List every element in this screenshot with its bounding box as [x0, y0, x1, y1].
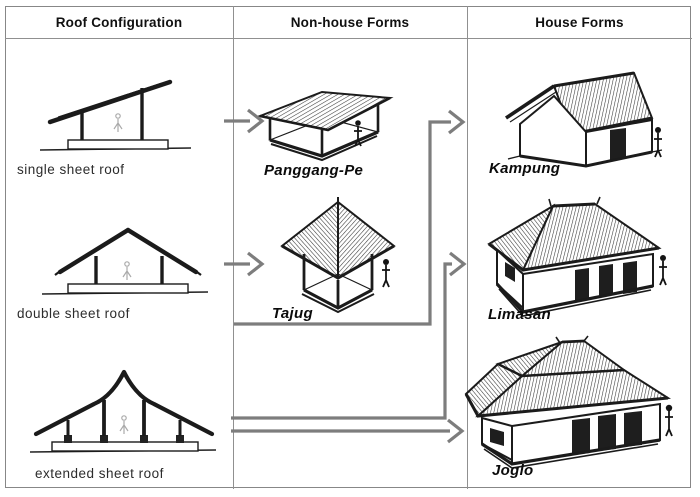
window [505, 262, 515, 282]
gable-overhang-edge [505, 84, 555, 120]
panggang-pe-pavilion-sketch [256, 90, 394, 162]
human-figure [654, 127, 662, 158]
human-figure [382, 259, 390, 288]
header-divider [5, 38, 692, 39]
header-house-forms-label: House Forms [535, 14, 624, 30]
upper-ridge [561, 339, 585, 344]
form-label-kampung: Kampung [489, 160, 561, 177]
pyramid-roof-left-face [280, 199, 339, 280]
form-label-panggang-pe: Panggang-Pe [264, 162, 364, 179]
roof-label-single-sheet: single sheet roof [17, 162, 125, 177]
base-line [519, 150, 653, 168]
header-house-forms: House Forms [467, 6, 692, 38]
door-3 [624, 411, 642, 447]
header-non-house-forms: Non-house Forms [233, 6, 467, 38]
column-divider-2 [467, 6, 468, 489]
roof-label-extended-sheet: extended sheet roof [35, 466, 164, 481]
extended-roof-profile [33, 369, 215, 437]
base-line [495, 282, 654, 314]
ridge [553, 71, 635, 88]
roof-label-double-sheet: double sheet roof [17, 306, 130, 321]
form-label-limasan: Limasan [488, 306, 551, 323]
faint-human-figure [119, 415, 129, 434]
roof-break-edge [497, 362, 625, 378]
column-divider-1 [233, 6, 234, 489]
right-roof-sheet [125, 227, 199, 275]
extended-sheet-roof-section-sketch [29, 369, 217, 453]
plinth [51, 441, 199, 452]
single-pitch-roof-beam [47, 79, 173, 125]
eave-edge [464, 393, 669, 418]
human-figure [665, 404, 673, 437]
mono-pitch-roof [256, 90, 394, 132]
table-frame [5, 6, 691, 488]
faint-human-figure [113, 113, 123, 132]
limasan-house-sketch [487, 196, 667, 317]
plinth [67, 139, 169, 150]
form-label-joglo: Joglo [492, 462, 534, 479]
header-roof-configuration: Roof Configuration [5, 6, 233, 38]
door-1 [575, 268, 589, 301]
door-1 [572, 418, 590, 455]
ridge-finials [548, 196, 601, 207]
window [490, 428, 504, 446]
door-2 [599, 264, 613, 297]
faint-human-figure [122, 261, 132, 280]
header-non-house-forms-label: Non-house Forms [290, 14, 410, 30]
human-figure [659, 255, 667, 286]
door-2 [598, 414, 616, 451]
double-sheet-roof-section-sketch [41, 227, 209, 295]
tajug-pavilion-sketch [280, 197, 396, 314]
ridge [552, 202, 596, 208]
door-3 [623, 261, 637, 294]
single-sheet-roof-section-sketch [39, 79, 192, 151]
plinth [67, 283, 189, 294]
header-roof-configuration-label: Roof Configuration [55, 14, 183, 30]
form-label-tajug: Tajug [272, 305, 313, 322]
joglo-house-sketch [464, 335, 673, 469]
door [610, 128, 626, 160]
left-roof-sheet [57, 227, 131, 275]
base-line [481, 438, 661, 466]
kampung-house-sketch [505, 71, 663, 168]
